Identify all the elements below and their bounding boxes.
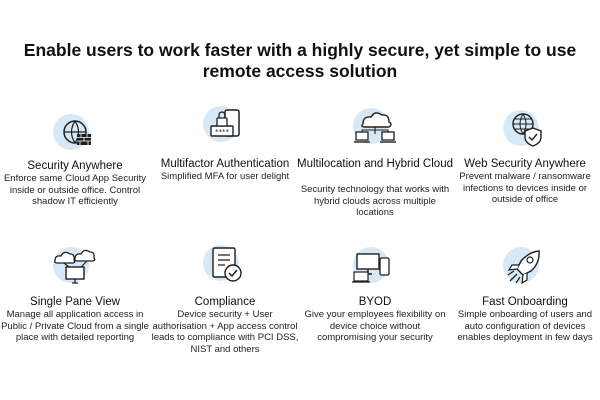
page-title-line-1: Enable users to work faster with a highl… [23, 40, 577, 60]
feature-description: Enforce same Cloud App Security inside o… [3, 173, 147, 207]
feature-title: Fast Onboarding [482, 296, 568, 308]
feature-title: Compliance [194, 296, 256, 308]
globe-shield-icon [499, 106, 551, 158]
checklist-icon [199, 241, 251, 293]
feature-title: Multifactor Authentication [160, 158, 290, 170]
page-title: Enable users to work faster with a highl… [20, 40, 580, 82]
feature-description: Prevent malware / ransomware infections … [459, 171, 591, 205]
hybrid-cloud-icon [349, 104, 401, 156]
page-title-line-2: remote access solution [202, 61, 398, 81]
feature-title: BYOD [358, 296, 392, 308]
feature-title: Single Pane View [30, 296, 120, 308]
feature-description: Manage all application access in Public … [1, 309, 149, 343]
feature-description: Simple onboarding of users and auto conf… [457, 309, 593, 343]
feature-description: Give your employees flexibility on devic… [304, 309, 446, 343]
feature-description: Simplified MFA for user delight [160, 171, 290, 182]
cloud-monitor-icon [49, 243, 101, 295]
phone-password-icon: **** [199, 102, 251, 154]
svg-text:****: **** [215, 128, 230, 136]
feature-description: Security technology that works with hybr… [300, 184, 450, 218]
devices-icon [349, 243, 401, 295]
feature-description: Device security + User authorisation + A… [151, 309, 299, 355]
globe-firewall-icon [49, 110, 101, 162]
feature-title: Web Security Anywhere [464, 158, 586, 170]
feature-title: Multilocation and Hybrid Cloud [297, 158, 453, 170]
feature-title: Security Anywhere [27, 160, 123, 172]
rocket-icon [499, 243, 551, 295]
